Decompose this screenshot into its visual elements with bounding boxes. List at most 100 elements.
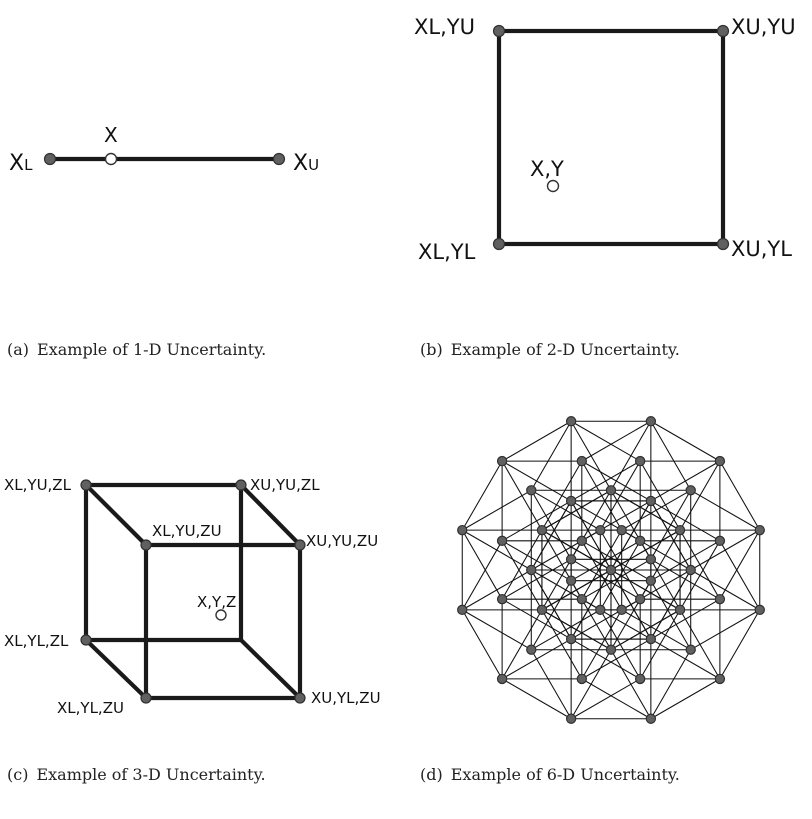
hypercube-edge	[639, 529, 681, 600]
hypercube-edge	[650, 420, 721, 462]
hypercube-edge	[610, 609, 681, 651]
label-xl-yl-zl: XL,YL,ZL	[4, 632, 69, 650]
hypercube-vertex	[645, 713, 657, 724]
hypercube-edge	[501, 678, 572, 720]
hypercube-edge	[461, 609, 503, 680]
vertex-xu-yu	[716, 24, 730, 38]
label-xl-yu: XL,YU	[414, 15, 475, 39]
caption-text: Example of 1-D Uncertainty.	[37, 340, 267, 359]
hypercube-vertex	[457, 524, 468, 536]
hypercube-edge	[541, 489, 612, 531]
hypercube-vertex	[714, 593, 726, 605]
caption-tag: (b)	[420, 340, 443, 359]
label-xu-yu-zl: XU,YU,ZL	[250, 476, 320, 494]
hypercube-vertices	[457, 416, 765, 724]
label-xl-yl: XL,YL	[418, 240, 476, 264]
diagram-2d: XL,YU XU,YU XL,YL XU,YL X,Y	[414, 15, 796, 264]
hypercube-vertex	[526, 485, 537, 496]
hypercube-vertex	[634, 535, 646, 547]
hypercube-vertex	[634, 593, 646, 605]
hypercube-vertex	[526, 644, 537, 655]
hypercube-vertex	[496, 455, 508, 467]
vertex-xl-yl	[492, 237, 506, 251]
hypercube-edge	[501, 598, 572, 640]
hypercube-edge	[621, 489, 692, 531]
hypercube-edge	[541, 569, 612, 611]
hypercube-edge	[530, 420, 572, 491]
hypercube-vertex	[634, 673, 646, 685]
hypercube-vertex	[536, 604, 548, 616]
vertex-xu-yl	[716, 237, 730, 251]
hypercube-edge	[570, 569, 612, 640]
hypercube-edge	[530, 529, 601, 571]
hypercube-edge	[719, 609, 761, 680]
hypercube-edge	[610, 489, 681, 531]
hypercube-edge	[461, 460, 503, 531]
hypercube-edge	[650, 420, 692, 491]
label-x-lower: XL	[9, 151, 33, 176]
hypercube-vertex	[576, 673, 588, 685]
square-outline	[496, 28, 726, 247]
hypercube-vertex	[565, 575, 577, 586]
hypercube-vertex	[565, 554, 577, 565]
hypercube-edge	[650, 598, 721, 640]
hypercube-edges	[461, 420, 761, 720]
vertex-xl-yu	[492, 24, 506, 38]
hypercube-edge	[581, 638, 652, 680]
hypercube-edge	[581, 558, 652, 600]
hypercube-vertex	[496, 535, 508, 547]
hypercube-vertex	[645, 416, 657, 427]
hypercube-vertex	[565, 713, 577, 724]
vertex-xl-yl-zl	[80, 634, 92, 646]
hypercube-vertex	[645, 495, 657, 507]
hypercube-vertex	[496, 673, 508, 685]
hypercube-vertex	[674, 604, 686, 616]
hypercube-edge	[719, 529, 761, 600]
mean-point	[104, 152, 118, 166]
label-xu-yl-zu: XU,YL,ZU	[311, 689, 381, 707]
label-mean-xy: X,Y	[530, 157, 564, 181]
hypercube-edge	[501, 540, 543, 611]
caption-1d: (a) Example of 1-D Uncertainty.	[7, 340, 266, 359]
hypercube-vertex	[754, 524, 765, 536]
hypercube-edge	[461, 540, 503, 611]
hypercube-vertex	[565, 495, 577, 507]
label-xu-yu: XU,YU	[731, 15, 796, 39]
hypercube-vertex	[595, 604, 606, 616]
vertex-xu-yu-zu	[294, 539, 306, 551]
hypercube-edge	[650, 489, 692, 560]
mean-point	[546, 179, 560, 193]
label-xl-yu-zu: XL,YU,ZU	[152, 522, 222, 540]
caption-text: Example of 3-D Uncertainty.	[36, 765, 266, 784]
hypercube-vertex	[565, 633, 577, 645]
hypercube-edge	[501, 558, 572, 600]
caption-2d: (b)Example of 2-D Uncertainty.	[420, 340, 680, 359]
hypercube-edge	[639, 609, 681, 680]
hypercube-vertex	[645, 633, 657, 645]
hypercube-edge	[610, 420, 652, 491]
hypercube-edge	[570, 489, 612, 560]
hypercube-vertex	[634, 455, 646, 467]
hypercube-edge	[690, 529, 761, 571]
hypercube-vertex	[565, 416, 577, 427]
caption-tag: (a)	[7, 340, 30, 359]
diagram-6d-hypercube	[457, 416, 765, 724]
caption-6d: (d)Example of 6-D Uncertainty.	[420, 765, 680, 784]
hypercube-edge	[581, 420, 652, 462]
hypercube-vertex	[685, 485, 696, 496]
hypercube-vertex	[616, 604, 627, 616]
hypercube-edge	[570, 580, 612, 651]
label-mean-xyz: X,Y,Z	[197, 593, 236, 611]
hypercube-vertex	[645, 554, 657, 565]
hypercube-edge	[581, 609, 623, 680]
hypercube-vertex	[496, 593, 508, 605]
hypercube-vertex	[714, 535, 726, 547]
hypercube-edge	[719, 460, 761, 531]
label-xu-yu-zu: XU,YU,ZU	[306, 532, 378, 550]
panel-2d: XL,YU XU,YU XL,YL XU,YL X,Y (b)Example o…	[406, 0, 812, 400]
vertex-xu-yu-zl	[235, 479, 247, 491]
hypercube-vertex	[714, 673, 726, 685]
edge	[83, 637, 149, 701]
vertex-xl-yl-zu	[140, 692, 152, 704]
diagram-3d: XL,YU,ZL XU,YU,ZL XL,YU,ZU XU,YU,ZU XL,Y…	[4, 476, 381, 717]
